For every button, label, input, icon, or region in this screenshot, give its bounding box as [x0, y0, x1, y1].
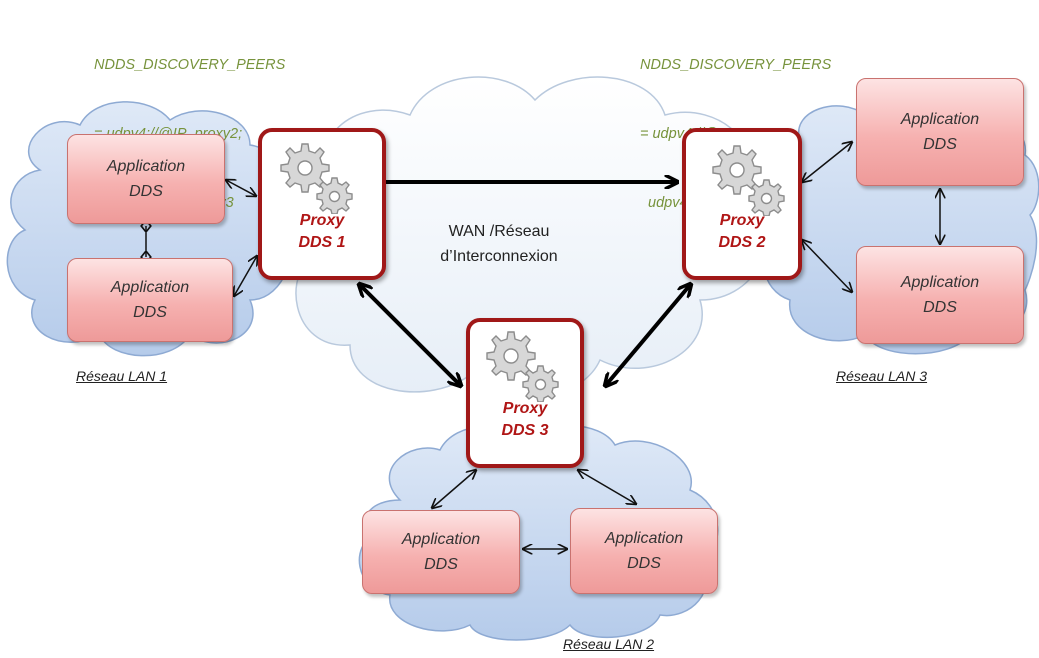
link-app6-proxy3 [578, 470, 636, 504]
application-dds-lan1-bottom[interactable]: Application DDS [67, 258, 233, 342]
lan-1-label: Réseau LAN 1 [76, 368, 168, 384]
local-links [146, 142, 940, 549]
application-dds-lan2-left[interactable]: Application DDS [362, 510, 520, 594]
link-proxy1-proxy3 [360, 285, 460, 385]
lan-2-label: Réseau LAN 2 [563, 636, 655, 652]
proxy-3-label: Proxy DDS 3 [470, 398, 580, 442]
lan-3-label: Réseau LAN 3 [836, 368, 928, 384]
app-label-line1: Application [106, 158, 186, 175]
wan-label: WAN /Réseau d’Interconnexion [413, 219, 585, 269]
application-dds-lan3-top[interactable]: Application DDS [856, 78, 1024, 186]
link-proxy2-proxy3 [606, 285, 690, 385]
app-label-line2: DDS [923, 299, 957, 316]
link-app4-proxy2 [802, 240, 852, 292]
gears-icon [712, 145, 785, 216]
proxy-dds-1[interactable]: Proxy DDS 1 [258, 128, 386, 280]
app-label-line2: DDS [923, 136, 957, 153]
proxy-2-label-line2: DDS 2 [718, 234, 766, 251]
proxy-2-label: Proxy DDS 2 [686, 210, 798, 254]
application-dds-lan1-top[interactable]: Application DDS [67, 134, 225, 224]
proxy-dds-3[interactable]: Proxy DDS 3 [466, 318, 584, 468]
link-app5-proxy3 [432, 470, 476, 508]
gears-icon [280, 143, 353, 214]
link-app3-proxy2 [802, 142, 852, 182]
app-label-line1: Application [604, 530, 684, 547]
proxy-2-label-line1: Proxy [719, 212, 765, 229]
wan-label-line1: WAN /Réseau [448, 223, 550, 240]
proxy-1-label-line1: Proxy [299, 212, 345, 229]
proxy-1-label: Proxy DDS 1 [262, 210, 382, 254]
app-label-line1: Application [401, 531, 481, 548]
gears-icon [486, 331, 559, 402]
app-label-line2: DDS [424, 556, 458, 573]
application-dds-lan2-right[interactable]: Application DDS [570, 508, 718, 594]
app-label-line2: DDS [133, 304, 167, 321]
proxy-1-label-line2: DDS 1 [298, 234, 346, 251]
wan-label-line2: d’Interconnexion [440, 248, 558, 265]
app-label-line2: DDS [129, 183, 163, 200]
link-app2-proxy1 [234, 256, 257, 296]
app-label-line1: Application [900, 111, 980, 128]
config-right-line1: NDDS_DISCOVERY_PEERS [640, 57, 832, 73]
app-label-line1: Application [900, 274, 980, 291]
proxy-dds-2[interactable]: Proxy DDS 2 [682, 128, 802, 280]
proxy-3-label-line1: Proxy [502, 400, 548, 417]
config-left-line1: NDDS_DISCOVERY_PEERS [94, 57, 286, 73]
link-app1-proxy1 [226, 180, 256, 196]
proxy-3-label-line2: DDS 3 [501, 422, 549, 439]
application-dds-lan3-bottom[interactable]: Application DDS [856, 246, 1024, 344]
app-label-line1: Application [110, 279, 190, 296]
app-label-line2: DDS [627, 555, 661, 572]
backbone-links [360, 182, 690, 385]
